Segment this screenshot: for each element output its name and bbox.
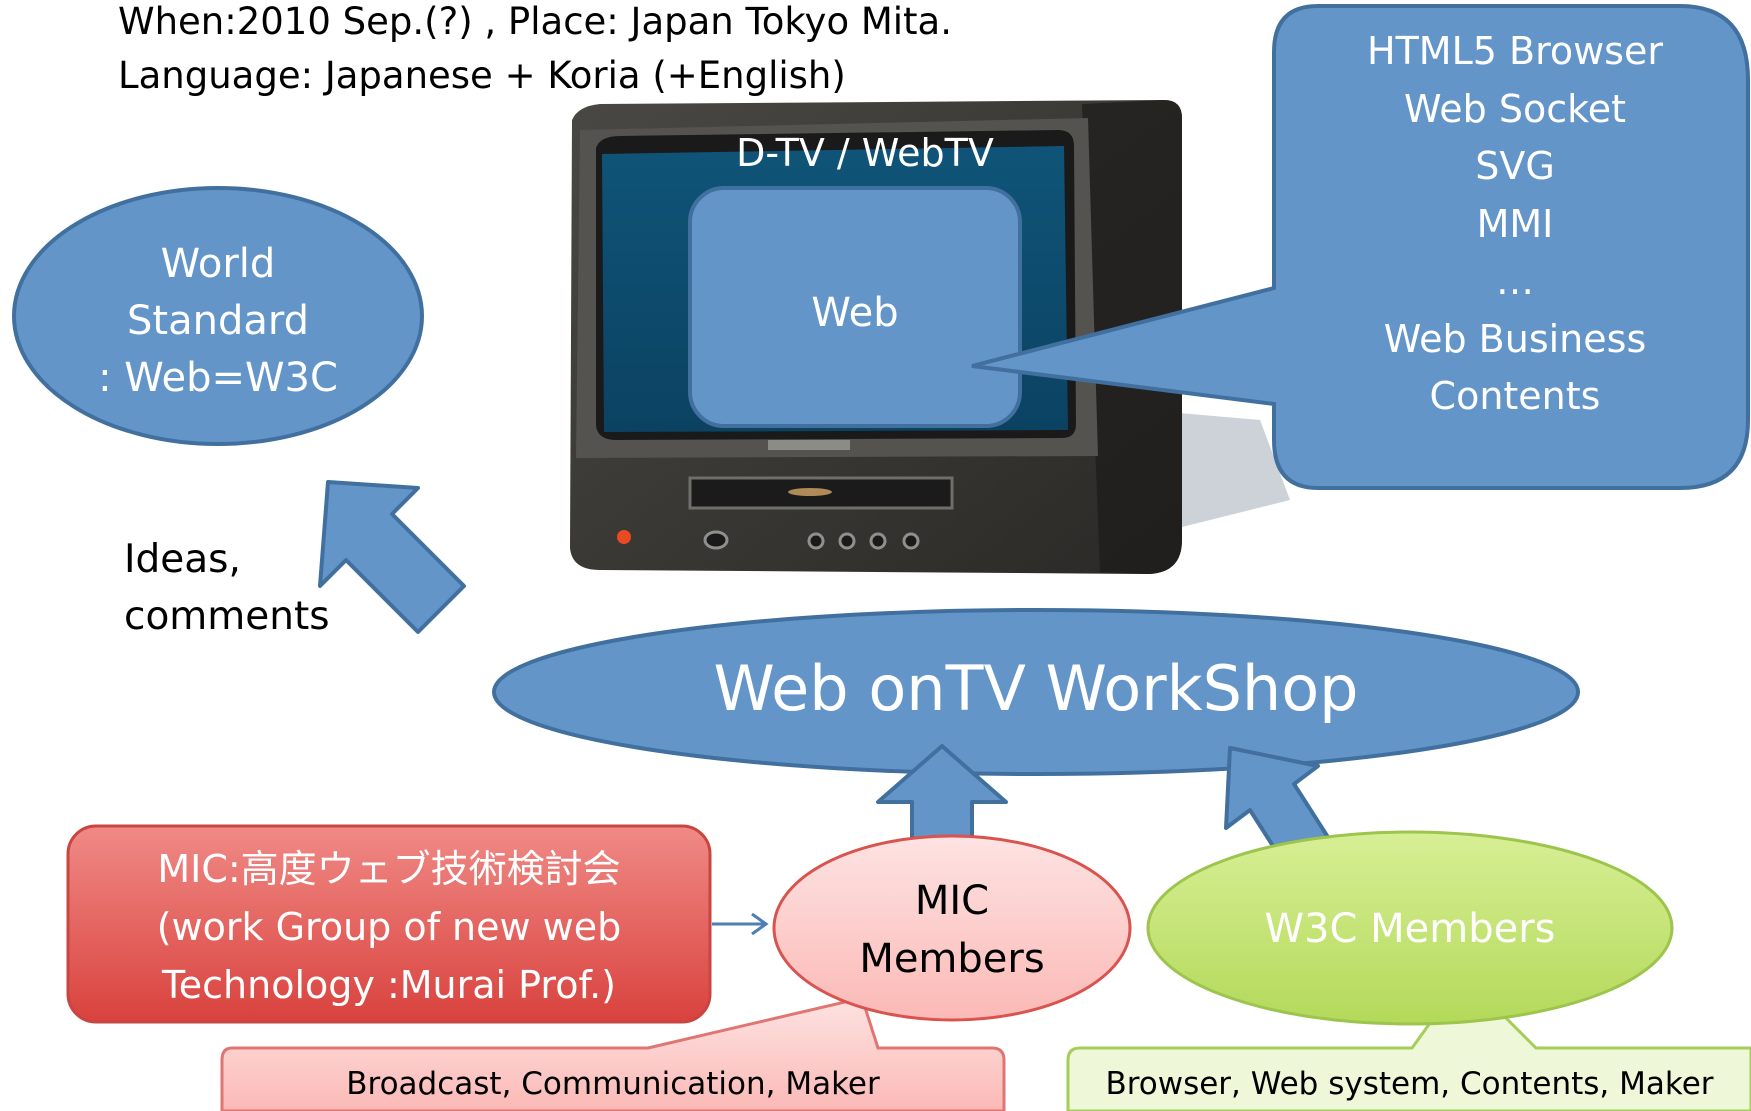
w3c-members-label: W3C Members [1264, 906, 1556, 952]
web-screen-box [688, 186, 1022, 428]
tech-item-svg: SVG [1475, 144, 1555, 188]
ideas-arrow [318, 480, 466, 634]
tv-power-led [617, 530, 631, 544]
w3c-members-note-box [1066, 973, 1751, 1111]
mic-members-line-1: MIC [914, 878, 990, 924]
world-standard-line-2: Standard [127, 298, 309, 344]
header-when-place: When:2010 Sep.(?) , Place: Japan Tokyo M… [118, 0, 952, 43]
mic-members-note: Broadcast, Communication, Maker [346, 1066, 880, 1102]
tech-item-html5-browser: HTML5 Browser [1367, 29, 1663, 73]
mic-group-line-1: MIC:高度ウェブ技術検討会 [157, 847, 621, 891]
w3c-members-note: Browser, Web system, Contents, Maker [1105, 1066, 1714, 1102]
world-standard-line-3: : Web=W3C [98, 355, 338, 401]
tv-title: D-TV / WebTV [736, 131, 994, 175]
mic-group-line-2: (work Group of new web [156, 905, 622, 949]
mic-members-note-box [220, 996, 1006, 1111]
workshop-title: Web onTV WorkShop [713, 652, 1359, 725]
tech-item-web-socket: Web Socket [1403, 87, 1627, 131]
header-language: Language: Japanese + Koria (+English) [118, 54, 846, 97]
world-standard-ellipse [12, 186, 424, 446]
tech-callout-bubble [971, 4, 1750, 490]
mic-members-ellipse [772, 834, 1132, 1022]
mic-group-line-3: Technology :Murai Prof.) [162, 963, 616, 1007]
mic-connector-arrowhead [751, 912, 769, 936]
w3c-members-ellipse [1146, 830, 1674, 1026]
tech-item-mmi: MMI [1476, 202, 1554, 246]
tech-item-contents: Contents [1429, 374, 1601, 418]
tech-item-web-business: Web Business [1383, 317, 1647, 361]
tech-item-ellipsis: … [1496, 259, 1534, 303]
ideas-line-2: comments [124, 594, 330, 639]
mic-members-line-2: Members [859, 936, 1045, 982]
world-standard-line-1: World [160, 241, 276, 287]
ideas-line-1: Ideas, [124, 537, 241, 582]
workshop-ellipse [492, 608, 1580, 776]
mic-group-box [66, 824, 712, 1024]
web-screen-label: Web [811, 290, 899, 336]
